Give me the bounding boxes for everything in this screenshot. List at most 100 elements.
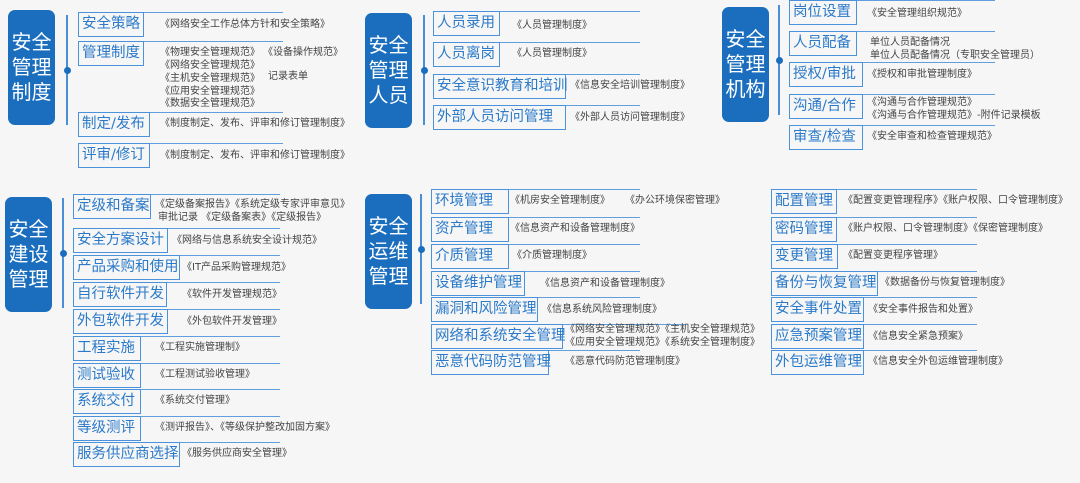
document-reference: 《网络安全管理规范》 bbox=[160, 60, 260, 71]
section-title: 安全管理机构 bbox=[725, 27, 766, 101]
document-reference: 《安全管理组织规范》 bbox=[867, 8, 967, 19]
item-label[interactable]: 网络和系统安全管理 bbox=[431, 324, 566, 349]
item-underline bbox=[78, 112, 283, 113]
document-reference: 《机房安全管理制度》 bbox=[510, 195, 610, 206]
item-label[interactable]: 制定/发布 bbox=[78, 112, 150, 137]
section-title-box: 安全管理制度 bbox=[8, 10, 55, 125]
document-reference: 《账户权限、口令管理制度》《保密管理制度》 bbox=[843, 223, 1048, 234]
document-reference: 《信息安全培训管理制度》 bbox=[570, 80, 690, 91]
document-reference: 《服务供应商安全管理》 bbox=[182, 448, 292, 459]
document-reference: 《数据安全管理规范》 bbox=[160, 98, 260, 109]
item-label[interactable]: 测试验收 bbox=[73, 363, 141, 388]
document-reference: 《安全事件报告和处置》 bbox=[868, 304, 978, 315]
item-label[interactable]: 等级测评 bbox=[73, 416, 141, 441]
item-label[interactable]: 外部人员访问管理 bbox=[433, 105, 566, 130]
section-title-box: 安全管理人员 bbox=[365, 13, 412, 128]
item-label[interactable]: 人员配备 bbox=[789, 31, 857, 56]
document-reference: 《办公环境保密管理》 bbox=[625, 195, 725, 206]
item-underline bbox=[73, 309, 280, 310]
item-label[interactable]: 变更管理 bbox=[771, 244, 838, 269]
document-reference: 《工程测试验收管理》 bbox=[155, 369, 255, 380]
item-label[interactable]: 系统交付 bbox=[73, 389, 141, 414]
connector-dot bbox=[59, 250, 67, 257]
item-label[interactable]: 外包软件开发 bbox=[73, 309, 168, 334]
item-underline bbox=[771, 297, 977, 298]
item-label[interactable]: 密码管理 bbox=[771, 217, 837, 242]
item-underline bbox=[789, 94, 995, 95]
item-label[interactable]: 安全意识教育和培训 bbox=[433, 74, 568, 99]
document-reference: 《测评报告》、《等级保护整改加固方案》 bbox=[155, 422, 335, 433]
item-label[interactable]: 人员录用 bbox=[433, 11, 500, 36]
document-reference: 《介质管理制度》 bbox=[512, 250, 592, 261]
item-underline bbox=[78, 12, 283, 13]
item-label[interactable]: 安全策略 bbox=[78, 12, 144, 37]
item-label[interactable]: 服务供应商选择 bbox=[73, 442, 180, 467]
item-underline bbox=[789, 0, 995, 1]
document-reference: 《数据备份与恢复管理制度》 bbox=[880, 277, 1010, 288]
section-title: 安全管理制度 bbox=[11, 30, 52, 104]
document-reference: 《网络安全管理规范》《主机安全管理规范》 bbox=[565, 324, 760, 335]
item-label[interactable]: 安全事件处置 bbox=[771, 297, 864, 322]
item-label[interactable]: 设备维护管理 bbox=[431, 271, 525, 296]
item-underline bbox=[789, 31, 995, 32]
item-label[interactable]: 沟通/合作 bbox=[789, 94, 863, 119]
item-underline bbox=[771, 217, 977, 218]
document-reference: 《制度制定、发布、评审和修订管理制度》 bbox=[160, 118, 350, 129]
document-reference: 《外部人员访问管理制度》 bbox=[570, 112, 690, 123]
item-label[interactable]: 人员离岗 bbox=[433, 42, 500, 67]
item-label[interactable]: 定级和备案 bbox=[73, 194, 151, 219]
item-label[interactable]: 安全方案设计 bbox=[73, 228, 168, 253]
item-underline bbox=[771, 324, 977, 325]
item-label[interactable]: 介质管理 bbox=[431, 244, 509, 269]
item-label[interactable]: 恶意代码防范管理 bbox=[431, 350, 551, 375]
item-underline bbox=[73, 389, 280, 390]
document-reference: 审批记录 《定级备案表》《定级报告》 bbox=[158, 212, 327, 223]
item-label[interactable]: 自行软件开发 bbox=[73, 282, 167, 307]
item-underline bbox=[73, 228, 280, 229]
item-underline bbox=[78, 41, 283, 42]
document-reference: 《系统交付管理》 bbox=[155, 395, 235, 406]
item-underline bbox=[73, 363, 280, 364]
document-reference: 《恶意代码防范管理制度》 bbox=[565, 356, 685, 367]
item-underline bbox=[73, 416, 280, 417]
document-reference: 《信息资产和设备管理制度》 bbox=[510, 223, 640, 234]
item-label[interactable]: 环境管理 bbox=[431, 189, 509, 214]
item-label[interactable]: 审查/检查 bbox=[789, 125, 863, 150]
item-label[interactable]: 岗位设置 bbox=[789, 0, 857, 25]
connector-dot bbox=[417, 246, 425, 253]
item-label[interactable]: 外包运维管理 bbox=[771, 350, 864, 375]
item-label[interactable]: 应急预案管理 bbox=[771, 324, 864, 349]
item-label[interactable]: 漏洞和风险管理 bbox=[431, 297, 538, 322]
section-title: 安全运维管理 bbox=[368, 214, 409, 288]
item-label[interactable]: 备份与恢复管理 bbox=[771, 271, 878, 296]
item-label[interactable]: 资产管理 bbox=[431, 217, 509, 242]
item-underline bbox=[433, 42, 640, 43]
connector-dot bbox=[63, 67, 71, 74]
document-reference: 《定级备案报告》《系统定级专家评审意见》 bbox=[155, 199, 350, 210]
document-reference: 《信息资产和设备管理制度》 bbox=[540, 278, 670, 289]
document-reference: 单位人员配备情况 bbox=[870, 37, 950, 48]
item-label[interactable]: 配置管理 bbox=[771, 189, 837, 214]
document-reference: 《沟通与合作管理规范》-附件记录模板 bbox=[867, 110, 1041, 121]
item-label[interactable]: 评审/修订 bbox=[78, 143, 150, 168]
document-reference: 《人员管理制度》 bbox=[512, 20, 592, 31]
document-reference: 《设备操作规范》 bbox=[263, 47, 343, 58]
document-reference: 《配置变更管理程序》《账户权限、口令管理制度》 bbox=[843, 195, 1068, 206]
item-label[interactable]: 工程实施 bbox=[73, 336, 141, 361]
document-reference: 《应用安全管理规范》《系统安全管理制度》 bbox=[565, 337, 760, 348]
item-label[interactable]: 授权/审批 bbox=[789, 62, 863, 87]
connector-dot bbox=[775, 57, 783, 64]
item-label[interactable]: 产品采购和使用 bbox=[73, 255, 180, 280]
item-underline bbox=[73, 336, 280, 337]
document-reference: 《主机安全管理规范》 bbox=[160, 73, 260, 84]
item-label[interactable]: 管理制度 bbox=[78, 41, 144, 66]
document-reference: 《信息安全紧急预案》 bbox=[868, 331, 968, 342]
document-reference: 《物理安全管理规范》 bbox=[160, 47, 260, 58]
document-reference: 《信息系统风险管理制度》 bbox=[542, 304, 662, 315]
document-reference: 《安全审查和检查管理规范》 bbox=[867, 131, 997, 142]
item-underline bbox=[431, 217, 640, 218]
item-underline bbox=[771, 350, 977, 351]
document-reference: 记录表单 bbox=[268, 71, 308, 82]
document-reference: 《应用安全管理规范》 bbox=[160, 86, 260, 97]
item-underline bbox=[433, 11, 640, 12]
